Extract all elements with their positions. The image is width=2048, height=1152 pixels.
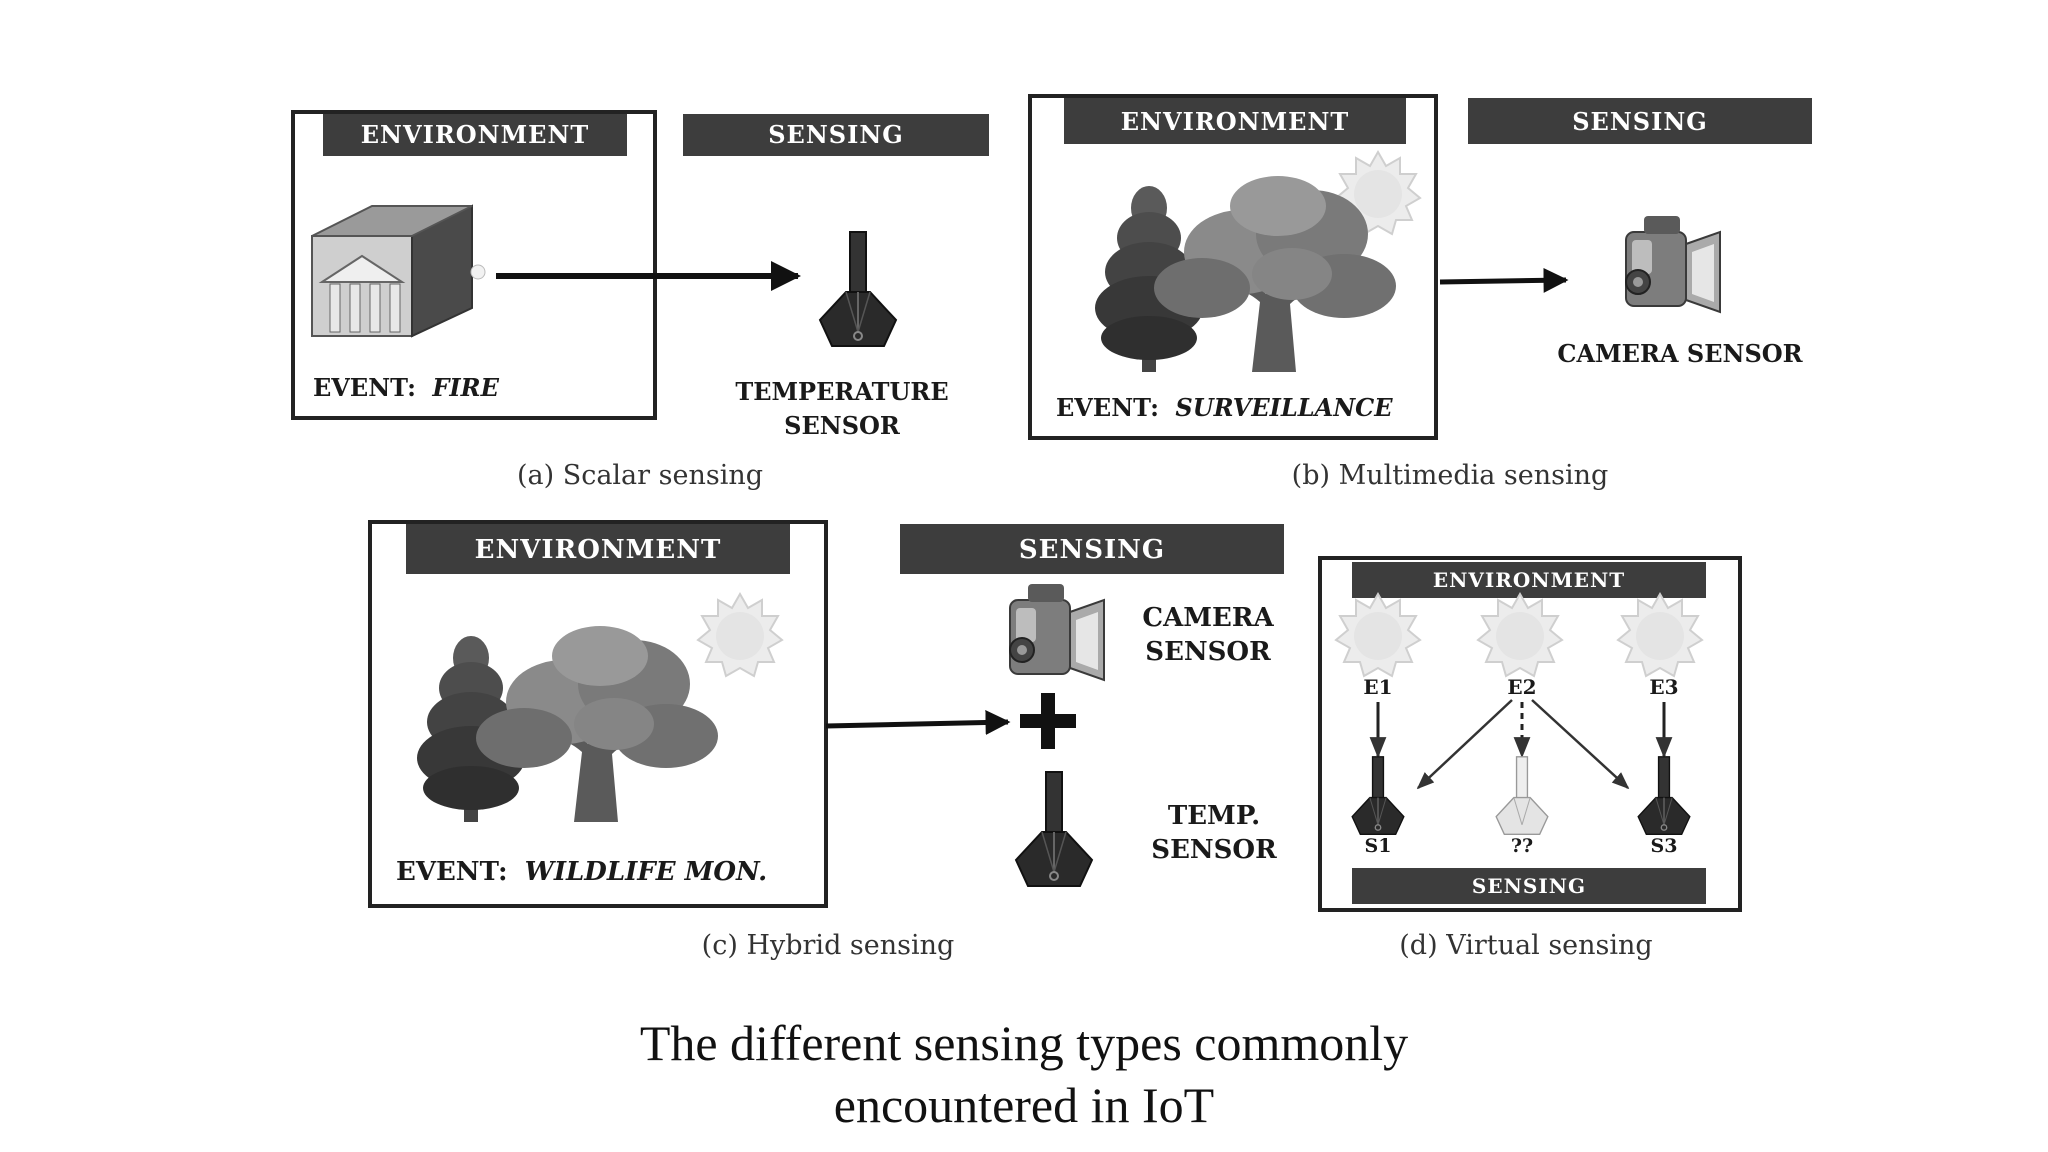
panel-c-caption: (c) Hybrid sensing [702, 930, 955, 961]
panel-b-sensor-label: CAMERA SENSOR [1557, 339, 1803, 368]
panel-c-temp-line2: SENSOR [1151, 835, 1277, 865]
virtual-sensor-icon [1495, 756, 1549, 836]
temperature-sensor-icon [1015, 771, 1093, 887]
panel-c-event-prefix: EVENT: [396, 857, 508, 887]
panel-b-sensing-bar [1468, 98, 1812, 144]
panel-c-temp-line1: TEMP. [1168, 801, 1260, 831]
panel-a-environment-label: ENVIRONMENT [361, 120, 590, 149]
camera-icon [1625, 215, 1721, 313]
panel-d-sensor-1: S1 [1365, 835, 1392, 857]
panel-d-environment-label: ENVIRONMENT [1433, 568, 1625, 592]
arrow-e2-s1 [1416, 699, 1513, 790]
temperature-sensor-icon [819, 231, 897, 347]
panel-c-environment-label: ENVIRONMENT [475, 535, 722, 565]
panel-d-event-3: E3 [1649, 675, 1678, 699]
panel-c-environment-bar [406, 524, 790, 574]
panel-c-hybrid-sensing: ENVIRONMENT SENSING CAMERA SENSOR TEMP. … [368, 520, 1284, 961]
panel-a-sensing-label: SENSING [768, 120, 904, 149]
panel-c-sensing-label: SENSING [1019, 535, 1165, 565]
panel-b-sensing-label: SENSING [1572, 107, 1708, 136]
camera-icon [1009, 583, 1105, 681]
panel-a-caption: (a) Scalar sensing [517, 460, 763, 491]
panel-d-environment-bar [1352, 562, 1706, 598]
panel-d-virtual-sensing: ENVIRONMENT SENSING E1 E2 E3 S1 ?? S3 (d… [1318, 556, 1742, 961]
figure-caption-line1: The different sensing types commonly [639, 1015, 1409, 1071]
panel-d-event-2: E2 [1507, 675, 1536, 699]
panel-c-sensing-bar [900, 524, 1284, 574]
panel-b-event-name: SURVEILLANCE [1175, 393, 1393, 422]
panel-d-event-1: E1 [1363, 675, 1392, 699]
panel-c-event-name: WILDLIFE MON. [525, 857, 768, 887]
panel-a-sensing-bar [683, 114, 989, 156]
panel-d-sensing-label: SENSING [1472, 874, 1586, 898]
panel-b-event-prefix: EVENT: [1056, 393, 1159, 422]
panel-a-event-name: FIRE [431, 373, 499, 402]
panel-d-caption: (d) Virtual sensing [1399, 930, 1652, 961]
panel-d-sensor-2: ?? [1511, 835, 1533, 857]
figure-caption-line2: encountered in IoT [833, 1077, 1215, 1133]
panel-a-scalar-sensing: ENVIRONMENT SENSING EVENT: FIRE TEMPERAT… [291, 110, 989, 491]
figure-caption: The different sensing types commonly enc… [0, 1012, 2048, 1136]
panel-b-caption: (b) Multimedia sensing [1292, 460, 1609, 491]
panel-c-camera-line2: SENSOR [1145, 637, 1271, 667]
panel-a-event-prefix: EVENT: [313, 373, 416, 402]
panel-a-environment-bar [323, 114, 627, 156]
panel-d-sensing-bar [1352, 868, 1706, 904]
panel-b-arrow [1439, 267, 1569, 293]
panel-b-multimedia-sensing: ENVIRONMENT SENSING EVENT: SURVEILLANCE … [1028, 94, 1812, 491]
svg-text:EVENT: SURVEILLANCE: EVENT: SURVEILLANCE [1056, 393, 1393, 422]
panel-b-environment-label: ENVIRONMENT [1121, 107, 1350, 136]
svg-text:EVENT: WILDLIFE MON.: EVENT: WILDLIFE MON. [396, 857, 767, 887]
panel-d-sensor-3: S3 [1651, 835, 1678, 857]
panel-c-camera-line1: CAMERA [1142, 603, 1274, 633]
panel-b-environment-bar [1064, 98, 1406, 144]
svg-text:EVENT: FIRE: EVENT: FIRE [313, 373, 500, 402]
panel-a-sensor-line1: TEMPERATURE [735, 377, 948, 406]
arrow-e2-s3 [1531, 699, 1630, 790]
plus-icon [1020, 693, 1076, 749]
panel-a-sensor-line2: SENSOR [784, 411, 901, 440]
panel-c-arrow [825, 709, 1011, 735]
